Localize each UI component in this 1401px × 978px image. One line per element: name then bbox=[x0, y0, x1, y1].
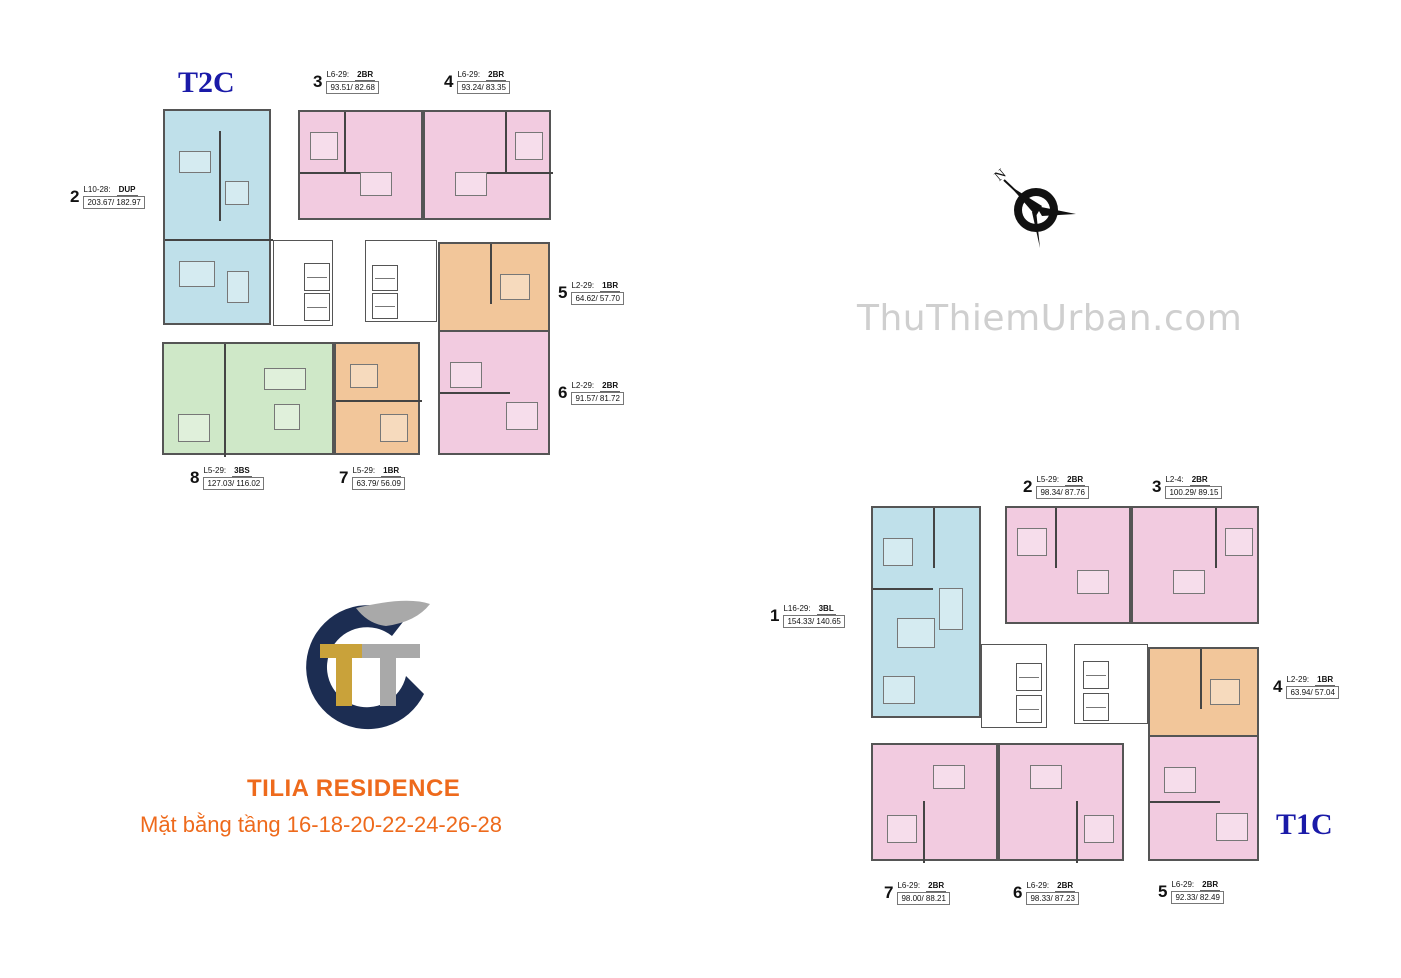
unit-label-t2c-8: 8 L5-29: 3BS 127.03/ 116.02 bbox=[190, 465, 265, 490]
unit-number: 4 bbox=[1273, 676, 1283, 696]
unit-area: 93.51/ 82.68 bbox=[326, 81, 379, 94]
unit-number: 7 bbox=[339, 467, 349, 487]
unit-type: DUP bbox=[116, 185, 138, 196]
core-t1c-stair bbox=[981, 644, 1047, 728]
unit-number: 2 bbox=[70, 186, 80, 206]
unit-area: 100.29/ 89.15 bbox=[1165, 486, 1223, 499]
unit-type: 1BR bbox=[381, 466, 402, 477]
unit-label-t1c-4: 4 L2-29: 1BR 63.94/ 57.04 bbox=[1273, 674, 1339, 699]
unit-plan-t2c-8[interactable] bbox=[162, 342, 334, 457]
unit-plan-t2c-6[interactable] bbox=[438, 330, 550, 455]
compass-icon: N bbox=[990, 166, 1082, 252]
project-name: TILIA RESIDENCE bbox=[247, 775, 461, 802]
unit-type: 1BR bbox=[1315, 675, 1336, 686]
unit-number: 7 bbox=[884, 882, 894, 902]
unit-type: 2BR bbox=[1055, 881, 1076, 892]
unit-type: 2BR bbox=[926, 881, 947, 892]
unit-area: 203.67/ 182.97 bbox=[83, 196, 145, 209]
unit-level: L6-29: bbox=[1026, 881, 1050, 890]
unit-level: L2-29: bbox=[571, 381, 595, 390]
unit-area: 93.24/ 83.35 bbox=[457, 81, 510, 94]
unit-level: L2-29: bbox=[571, 281, 595, 290]
unit-number: 3 bbox=[1152, 476, 1162, 496]
unit-area: 98.33/ 87.23 bbox=[1026, 892, 1079, 905]
unit-level: L5-29: bbox=[203, 466, 227, 475]
unit-type: 2BR bbox=[1065, 475, 1086, 486]
unit-plan-t1c-4[interactable] bbox=[1148, 647, 1259, 737]
unit-number: 6 bbox=[558, 382, 568, 402]
unit-number: 3 bbox=[313, 71, 323, 91]
unit-level: L5-29: bbox=[1036, 475, 1060, 484]
unit-type: 2BR bbox=[600, 381, 621, 392]
unit-level: L6-29: bbox=[1171, 880, 1195, 889]
unit-area: 91.57/ 81.72 bbox=[571, 392, 624, 405]
unit-label-t1c-6: 6 L6-29: 2BR 98.33/ 87.23 bbox=[1013, 880, 1079, 905]
unit-type: 2BR bbox=[1200, 880, 1221, 891]
unit-area: 127.03/ 116.02 bbox=[203, 477, 265, 490]
unit-plan-t2c-5[interactable] bbox=[438, 242, 550, 332]
unit-area: 63.94/ 57.04 bbox=[1286, 686, 1339, 699]
unit-plan-t2c-3[interactable] bbox=[298, 110, 423, 220]
unit-plan-t2c-2[interactable] bbox=[163, 109, 273, 325]
unit-type: 2BR bbox=[355, 70, 376, 81]
unit-area: 63.79/ 56.09 bbox=[352, 477, 405, 490]
unit-level: L2-29: bbox=[1286, 675, 1310, 684]
unit-type: 1BR bbox=[600, 281, 621, 292]
core-t2c-stair bbox=[273, 240, 333, 326]
unit-area: 154.33/ 140.65 bbox=[783, 615, 845, 628]
unit-label-t2c-7: 7 L5-29: 1BR 63.79/ 56.09 bbox=[339, 465, 405, 490]
unit-label-t1c-7: 7 L6-29: 2BR 98.00/ 88.21 bbox=[884, 880, 950, 905]
project-subtitle: Mặt bằng tầng 16-18-20-22-24-26-28 bbox=[140, 812, 503, 837]
unit-label-t2c-4: 4 L6-29: 2BR 93.24/ 83.35 bbox=[444, 69, 510, 94]
unit-number: 2 bbox=[1023, 476, 1033, 496]
unit-area: 98.34/ 87.76 bbox=[1036, 486, 1089, 499]
unit-level: L5-29: bbox=[352, 466, 376, 475]
core-t2c-lift bbox=[365, 240, 437, 322]
unit-plan-t1c-3[interactable] bbox=[1131, 506, 1259, 624]
unit-label-t1c-2: 2 L5-29: 2BR 98.34/ 87.76 bbox=[1023, 474, 1089, 499]
unit-plan-t1c-2[interactable] bbox=[1005, 506, 1131, 624]
unit-label-t2c-3: 3 L6-29: 2BR 93.51/ 82.68 bbox=[313, 69, 379, 94]
unit-number: 5 bbox=[1158, 881, 1168, 901]
unit-label-t2c-6: 6 L2-29: 2BR 91.57/ 81.72 bbox=[558, 380, 624, 405]
unit-level: L2-4: bbox=[1165, 475, 1184, 484]
unit-level: L6-29: bbox=[326, 70, 350, 79]
unit-type: 3BL bbox=[816, 604, 836, 615]
unit-level: L6-29: bbox=[897, 881, 921, 890]
unit-label-t1c-5: 5 L6-29: 2BR 92.33/ 82.49 bbox=[1158, 879, 1224, 904]
watermark-text: ThuThiemUrban.com bbox=[857, 298, 1243, 339]
core-t1c-lift bbox=[1074, 644, 1148, 724]
unit-plan-t1c-6[interactable] bbox=[998, 743, 1124, 863]
unit-label-t1c-1: 1 L16-29: 3BL 154.33/ 140.65 bbox=[770, 603, 845, 628]
unit-number: 1 bbox=[770, 605, 780, 625]
unit-label-t2c-5: 5 L2-29: 1BR 64.62/ 57.70 bbox=[558, 280, 624, 305]
unit-plan-t2c-7[interactable] bbox=[334, 342, 422, 455]
unit-plan-t2c-4[interactable] bbox=[423, 110, 553, 220]
unit-type: 3BS bbox=[232, 466, 252, 477]
unit-number: 6 bbox=[1013, 882, 1023, 902]
tower-title-t2c: T2C bbox=[178, 66, 235, 99]
project-logo bbox=[296, 596, 438, 738]
unit-level: L10-28: bbox=[83, 185, 111, 194]
unit-area: 98.00/ 88.21 bbox=[897, 892, 950, 905]
unit-type: 2BR bbox=[1189, 475, 1210, 486]
unit-label-t1c-3: 3 L2-4: 2BR 100.29/ 89.15 bbox=[1152, 474, 1223, 499]
tower-title-t1c: T1C bbox=[1276, 808, 1333, 841]
unit-plan-t1c-5[interactable] bbox=[1148, 735, 1259, 861]
unit-level: L6-29: bbox=[457, 70, 481, 79]
unit-number: 4 bbox=[444, 71, 454, 91]
unit-area: 92.33/ 82.49 bbox=[1171, 891, 1224, 904]
unit-plan-t1c-1[interactable] bbox=[871, 506, 981, 718]
unit-number: 8 bbox=[190, 467, 200, 487]
unit-level: L16-29: bbox=[783, 604, 811, 613]
unit-area: 64.62/ 57.70 bbox=[571, 292, 624, 305]
unit-type: 2BR bbox=[486, 70, 507, 81]
unit-number: 5 bbox=[558, 282, 568, 302]
unit-plan-t1c-7[interactable] bbox=[871, 743, 998, 863]
unit-label-t2c-2: 2 L10-28: DUP 203.67/ 182.97 bbox=[70, 184, 145, 209]
